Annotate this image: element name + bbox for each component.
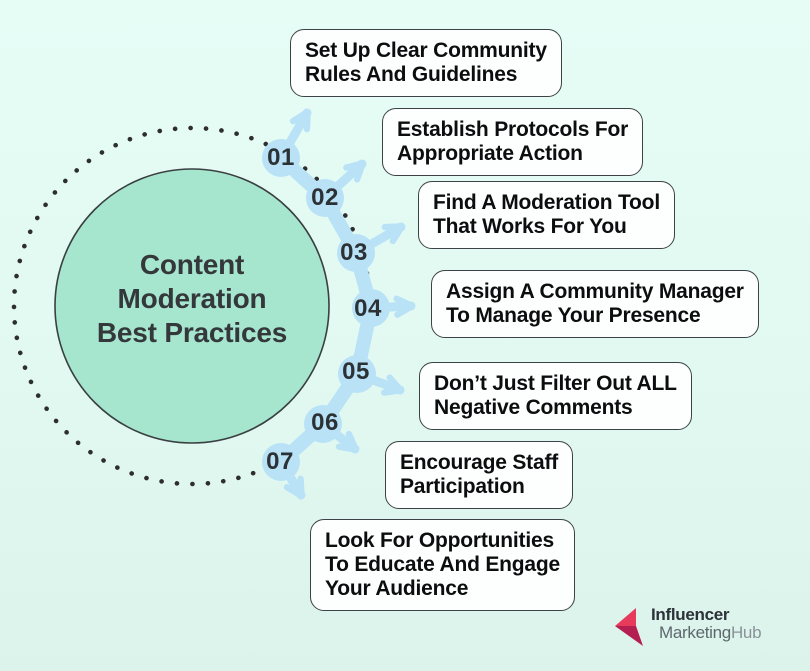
node-step-4 <box>352 289 390 327</box>
brand-arrow-icon <box>615 608 643 646</box>
brand-name-influencer: Influencer <box>651 605 730 624</box>
step-number-2: 02 <box>311 184 339 211</box>
step-number-4: 04 <box>354 295 382 322</box>
step-number-3: 03 <box>340 239 368 266</box>
node-step-5 <box>338 355 376 393</box>
callout-step-1: Set Up Clear Community Rules And Guideli… <box>290 29 562 97</box>
node-step-7 <box>262 443 300 481</box>
node-step-3 <box>337 234 375 272</box>
brand-logo: Influencer MarketingHub <box>612 604 762 650</box>
callout-step-5: Don’t Just Filter Out ALL Negative Comme… <box>419 362 692 430</box>
step-number-7: 07 <box>266 448 294 475</box>
node-step-2 <box>306 179 344 217</box>
node-step-1 <box>262 139 300 177</box>
step-number-6: 06 <box>311 409 339 436</box>
brand-logo-text: Influencer MarketingHub <box>651 605 762 642</box>
callout-step-4: Assign A Community Manager To Manage You… <box>431 270 759 338</box>
callout-step-6: Encourage Staff Participation <box>385 441 574 509</box>
step-number-1: 01 <box>267 144 295 171</box>
callout-step-7: Look For Opportunities To Educate And En… <box>310 519 575 611</box>
callout-step-3: Find A Moderation Tool That Works For Yo… <box>418 181 675 249</box>
node-step-6 <box>304 405 342 443</box>
brand-name-hub: Hub <box>730 623 762 642</box>
center-circle <box>54 168 330 444</box>
brand-name-marketing: Marketing <box>659 623 731 642</box>
page-title: Content Moderation Best Practices <box>96 249 288 348</box>
brand-name-marketinghub: MarketingHub <box>659 623 762 642</box>
callout-step-2: Establish Protocols For Appropriate Acti… <box>382 108 644 176</box>
step-number-5: 05 <box>342 358 370 385</box>
